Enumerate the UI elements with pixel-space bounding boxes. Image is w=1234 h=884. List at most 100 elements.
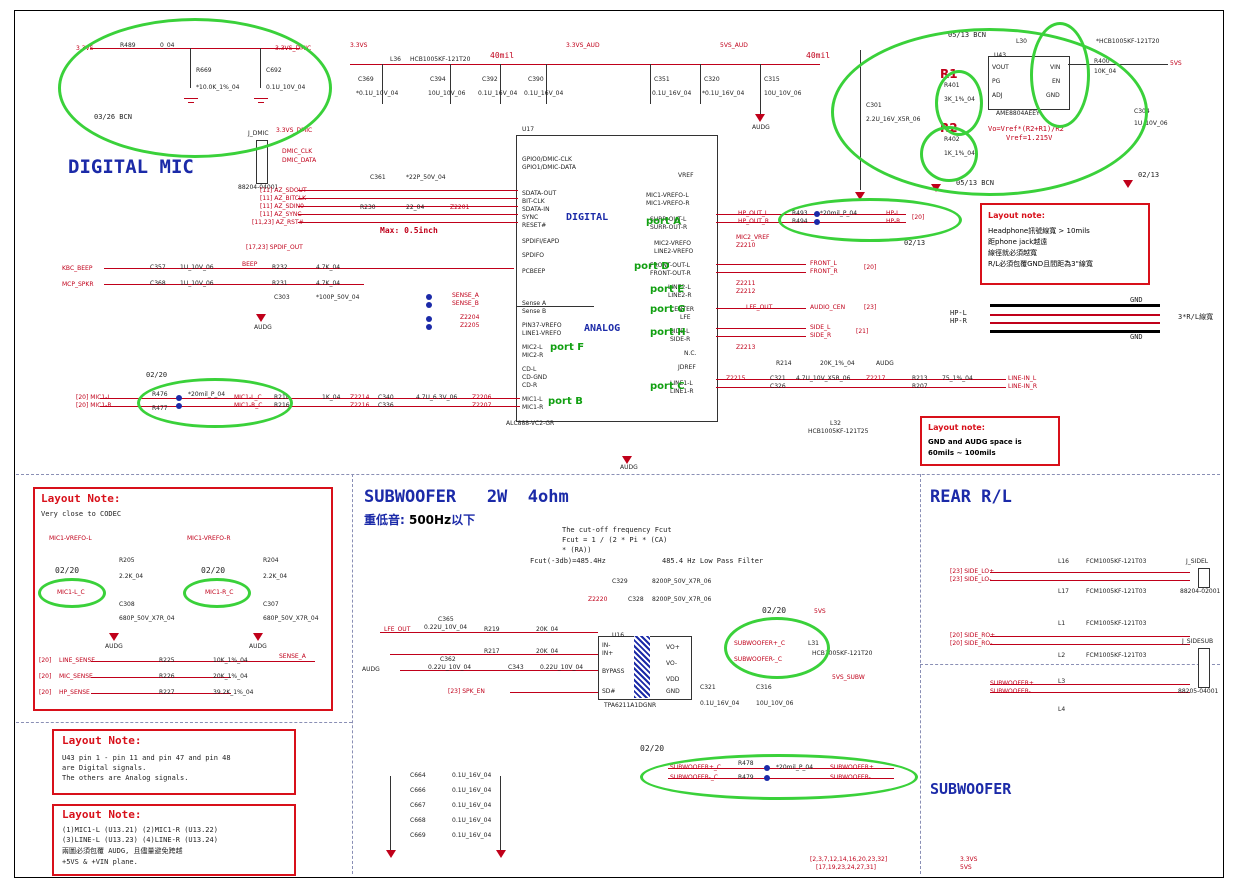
layout-note-gnd-line1: GND and AUDG space is — [928, 438, 1022, 446]
pin-vo-minus: VO- — [666, 660, 678, 667]
sense-r-1: R225 — [159, 657, 175, 664]
val-c361: *22P_50V_04 — [406, 174, 446, 181]
net-lfe-out: LFE_OUT — [746, 304, 773, 311]
net-spk-en: [23] SPK_EN — [448, 688, 485, 695]
pin-spdifi: SPDIFI/EAPD — [522, 238, 560, 245]
net-lfe-out-sub: LFE_OUT — [384, 626, 411, 633]
ref-c326: C326 — [770, 383, 786, 390]
trace-gnd-bottom: GND — [1130, 333, 1143, 341]
net-dmic-data: DMIC_DATA — [282, 157, 317, 164]
pin-line1-l: LINE1-L — [670, 380, 693, 387]
net-az-sync: [11] AZ_SYNC — [260, 211, 302, 218]
pin-center: CENTER — [670, 306, 695, 313]
net-spdif-out: [17,23] SPDIF_OUT — [246, 244, 303, 251]
pin-side-l: SIDE-L — [670, 328, 690, 335]
ref-l36: L36 — [390, 56, 401, 63]
val-l1: FCM1005KF-121T03 — [1086, 620, 1147, 627]
val-c390: 0.1U_16V_04 — [524, 90, 564, 97]
formula-1: The cut-off frequency Fcut — [562, 526, 672, 534]
date-02-20-mic: 02/20 — [146, 371, 168, 379]
net-z2210: Z2210 — [736, 242, 756, 249]
layout-note-aud-title: Layout Note: — [62, 808, 142, 821]
layout-note-aud-line1: (1)MIC1-L (U13.21) (2)MIC1-R (U13.22) — [62, 826, 218, 834]
codec-part: ALC888-VC2-GR — [506, 420, 555, 427]
net-mic2-vref: MIC2_VREF — [736, 234, 770, 241]
audg-codec: AUDG — [620, 464, 638, 471]
pin-pcbeep: PCBEEP — [522, 268, 546, 275]
max-note: Max: 0.5inch — [380, 226, 438, 235]
net-z2212: Z2212 — [736, 288, 756, 295]
pin-sdata-in: SDATA-IN — [522, 206, 550, 213]
sense-ref-2: [20] — [39, 673, 52, 680]
ref-c316: C316 — [756, 684, 772, 691]
trace-hp-l: HP-L — [950, 309, 967, 317]
val-c668: 0.1U_16V_04 — [452, 817, 492, 824]
val-c351: 0.1U_16V_04 — [652, 90, 692, 97]
ref-c362: C362 — [440, 656, 456, 663]
ref-u17: U17 — [522, 126, 535, 133]
pin-sdata-out: SDATA-OUT — [522, 190, 557, 197]
mic-input-section: 02/20 [20] MIC1-L [20] MIC1-R R476 R477 … — [70, 371, 638, 472]
pin-line2-r: LINE2-R — [668, 292, 692, 299]
rear-circuit: [23] SIDE_LO+ [23] SIDE_LO- L16 L17 FCM1… — [950, 552, 1220, 713]
digital-mic-title: DIGITAL MIC — [68, 156, 194, 178]
layout-note-gnd-line2: 60mils ~ 100mils — [928, 449, 996, 457]
layout-note-pins-line3: The others are Analog signals. — [62, 774, 189, 782]
part-88205-04001: 88205-04001 — [1178, 688, 1219, 695]
net-sense-b: SENSE_B — [452, 300, 479, 307]
pin-line2-l: LINE2-L — [668, 284, 691, 291]
net-mcp-spkr: MCP_SPKR — [62, 281, 94, 288]
highlight-mic1-l-c — [38, 578, 106, 608]
ref-c321: C321 — [700, 684, 716, 691]
ref-c329: C329 — [612, 578, 628, 585]
net-5vs-subw: 5VS_SUBW — [832, 674, 865, 681]
ref-j-sidesub: J_SIDESUB — [1182, 638, 1214, 645]
sub-bottom-date: 02/20 — [640, 744, 665, 753]
val-r230: 22_04 — [406, 204, 425, 211]
codec-left-pins: GPIO0/DMIC-CLK GPIO1/DMIC-DATA SDATA-OUT… — [486, 150, 576, 420]
ref-c664: C664 — [410, 772, 426, 779]
val-c368: 1U_10V_06 — [180, 280, 214, 287]
sense-net-3: HP_SENSE — [59, 689, 90, 696]
net-z2207: Z2207 — [472, 402, 492, 409]
net-az-sdout: [11] AZ_SDOUT — [260, 187, 307, 194]
val-c392: 0.1U_16V_04 — [478, 90, 518, 97]
ref-r232: R232 — [272, 264, 288, 271]
divider-rear — [920, 664, 1220, 665]
val-r213: 75_1%_04 — [942, 375, 973, 382]
net-az-bitclk: [11] AZ_BITCLK — [260, 195, 307, 202]
pin-line1-vrefo: LINE1-VREFO — [522, 330, 562, 337]
ref-r207: R207 — [912, 383, 928, 390]
sense-val-2: 20K_1%_04 — [213, 673, 248, 680]
ref-r217: R217 — [484, 648, 500, 655]
trace-40mil-2: 40mil — [806, 51, 831, 60]
hp-trace-diagram: HP-L HP-R GND GND 3*R/L線寬 — [950, 296, 1226, 346]
layout-note-pins-title: Layout Note: — [62, 734, 142, 747]
layout-note-codec-title: Layout Note: — [41, 492, 121, 505]
ref-c361: C361 — [370, 174, 386, 181]
val-c357: 1U_10V_06 — [180, 264, 214, 271]
port-h: port H — [650, 327, 686, 338]
ref-r213: R213 — [912, 375, 928, 382]
ref-c368: C368 — [150, 280, 166, 287]
trace-40mil: 40mil — [490, 51, 515, 60]
net-side-ro-minus: [20] SIDE_RO- — [950, 640, 993, 647]
val-l16: FCM1005KF-121T03 — [1086, 558, 1147, 565]
pin-sd: SD# — [602, 688, 616, 695]
pin-vref: VREF — [678, 172, 694, 179]
highlight-sub-bottom — [640, 754, 918, 800]
line-in-section: Z2215 C321 C326 4.7U_10V_X5R_06 Z2217 R2… — [716, 370, 1046, 400]
val-l36: HCB1005KF-121T20 — [410, 56, 471, 63]
pin-mic1-vrefo-l: MIC1-VREFO-L — [646, 192, 689, 199]
net-rear-sub-plus: SUBWOOFER+ — [990, 680, 1034, 687]
net-5vs-aud: 5VS_AUD — [720, 42, 748, 49]
ref-c666: C666 — [410, 787, 426, 794]
codec-chip — [516, 135, 718, 422]
net-z2206: Z2206 — [472, 394, 492, 401]
port-g: port G — [650, 304, 686, 315]
net-z2216: Z2216 — [350, 402, 370, 409]
layout-note-gnd: Layout note: GND and AUDG space is 60mil… — [920, 416, 1060, 466]
layout-note-aud-line2: (3)LINE-L (U13.23) (4)LINE-R (U13.24) — [62, 836, 218, 844]
pin-mic2-l: MIC2-L — [522, 344, 543, 351]
pin-sync: SYNC — [522, 214, 539, 221]
